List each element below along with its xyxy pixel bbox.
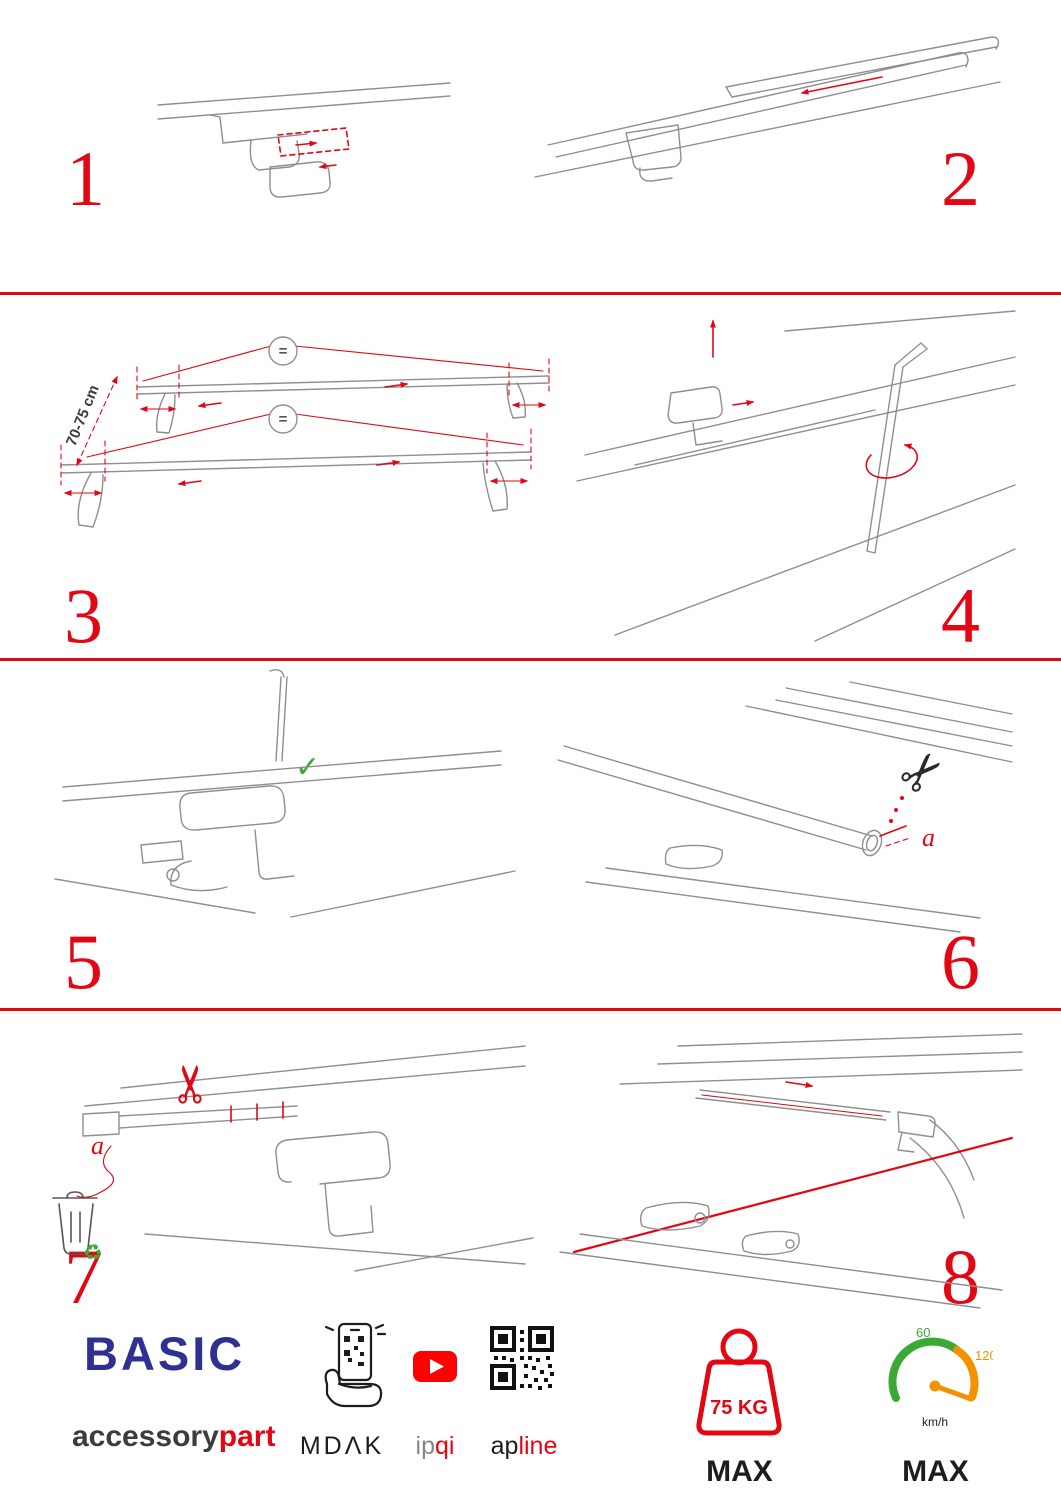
scissors-icon: ✂	[886, 736, 959, 809]
step-4-number: 4	[941, 572, 980, 659]
step-6-number: 6	[941, 918, 980, 1005]
brand-subtitle: accessorypart	[72, 1420, 275, 1454]
brand-subtitle-left: accessory	[72, 1420, 219, 1453]
speed-limit-icon: 60 120 km/h	[888, 1325, 993, 1429]
step-8-illustration	[559, 1033, 1023, 1309]
step-7-number: 7	[64, 1233, 103, 1320]
part-label-a: a	[91, 1131, 104, 1160]
step-3-illustration: = = 70-75 cm	[60, 336, 550, 528]
section-divider	[0, 292, 1061, 295]
step-3-number: 3	[64, 572, 103, 659]
step-5-illustration: ✓	[54, 669, 516, 918]
equals-bottom: =	[279, 411, 288, 428]
step-5-number: 5	[64, 918, 103, 1005]
equals-badge-bottom	[268, 404, 298, 434]
youtube-icon	[413, 1351, 457, 1382]
brand-subtitle-right: part	[218, 1420, 276, 1453]
partner-mdak-label: MDΛK	[299, 1432, 385, 1460]
step-8-number: 8	[941, 1233, 980, 1320]
speed-tick-120: 120	[975, 1348, 993, 1363]
partner-apline-label: apline	[490, 1432, 558, 1460]
weight-max-label: MAX	[706, 1455, 773, 1488]
allen-key-icon	[866, 342, 928, 554]
weight-limit-icon: 75 KG	[696, 1328, 782, 1436]
step-7-illustration: ✂ a ♻	[52, 1045, 534, 1272]
equals-badge-top	[268, 336, 298, 366]
step-2-illustration	[534, 36, 1001, 182]
speed-max-label: MAX	[902, 1455, 969, 1488]
step-1-illustration	[157, 82, 451, 198]
speed-unit: km/h	[922, 1415, 948, 1429]
step-2-number: 2	[941, 135, 980, 222]
brand-title: BASIC	[84, 1327, 246, 1380]
recycle-icon: ♻	[83, 1241, 103, 1266]
equals-top: =	[279, 343, 288, 360]
section-divider	[0, 658, 1061, 661]
trash-icon	[52, 1191, 98, 1255]
part-label-a: a	[922, 823, 935, 852]
speed-tick-60: 60	[916, 1325, 930, 1340]
step-4-illustration	[576, 310, 1016, 642]
bar-distance-label: 70-75 cm	[63, 383, 103, 449]
phone-scan-icon	[324, 1322, 387, 1408]
section-divider	[0, 1008, 1061, 1011]
step-1-number: 1	[66, 135, 105, 222]
weight-value: 75 KG	[710, 1397, 768, 1419]
partner-ipqi-label: ipqi	[415, 1432, 455, 1460]
scissors-icon: ✂	[162, 1062, 222, 1106]
qr-code-icon	[490, 1326, 554, 1390]
step-6-illustration: ✂ a	[557, 681, 1013, 933]
